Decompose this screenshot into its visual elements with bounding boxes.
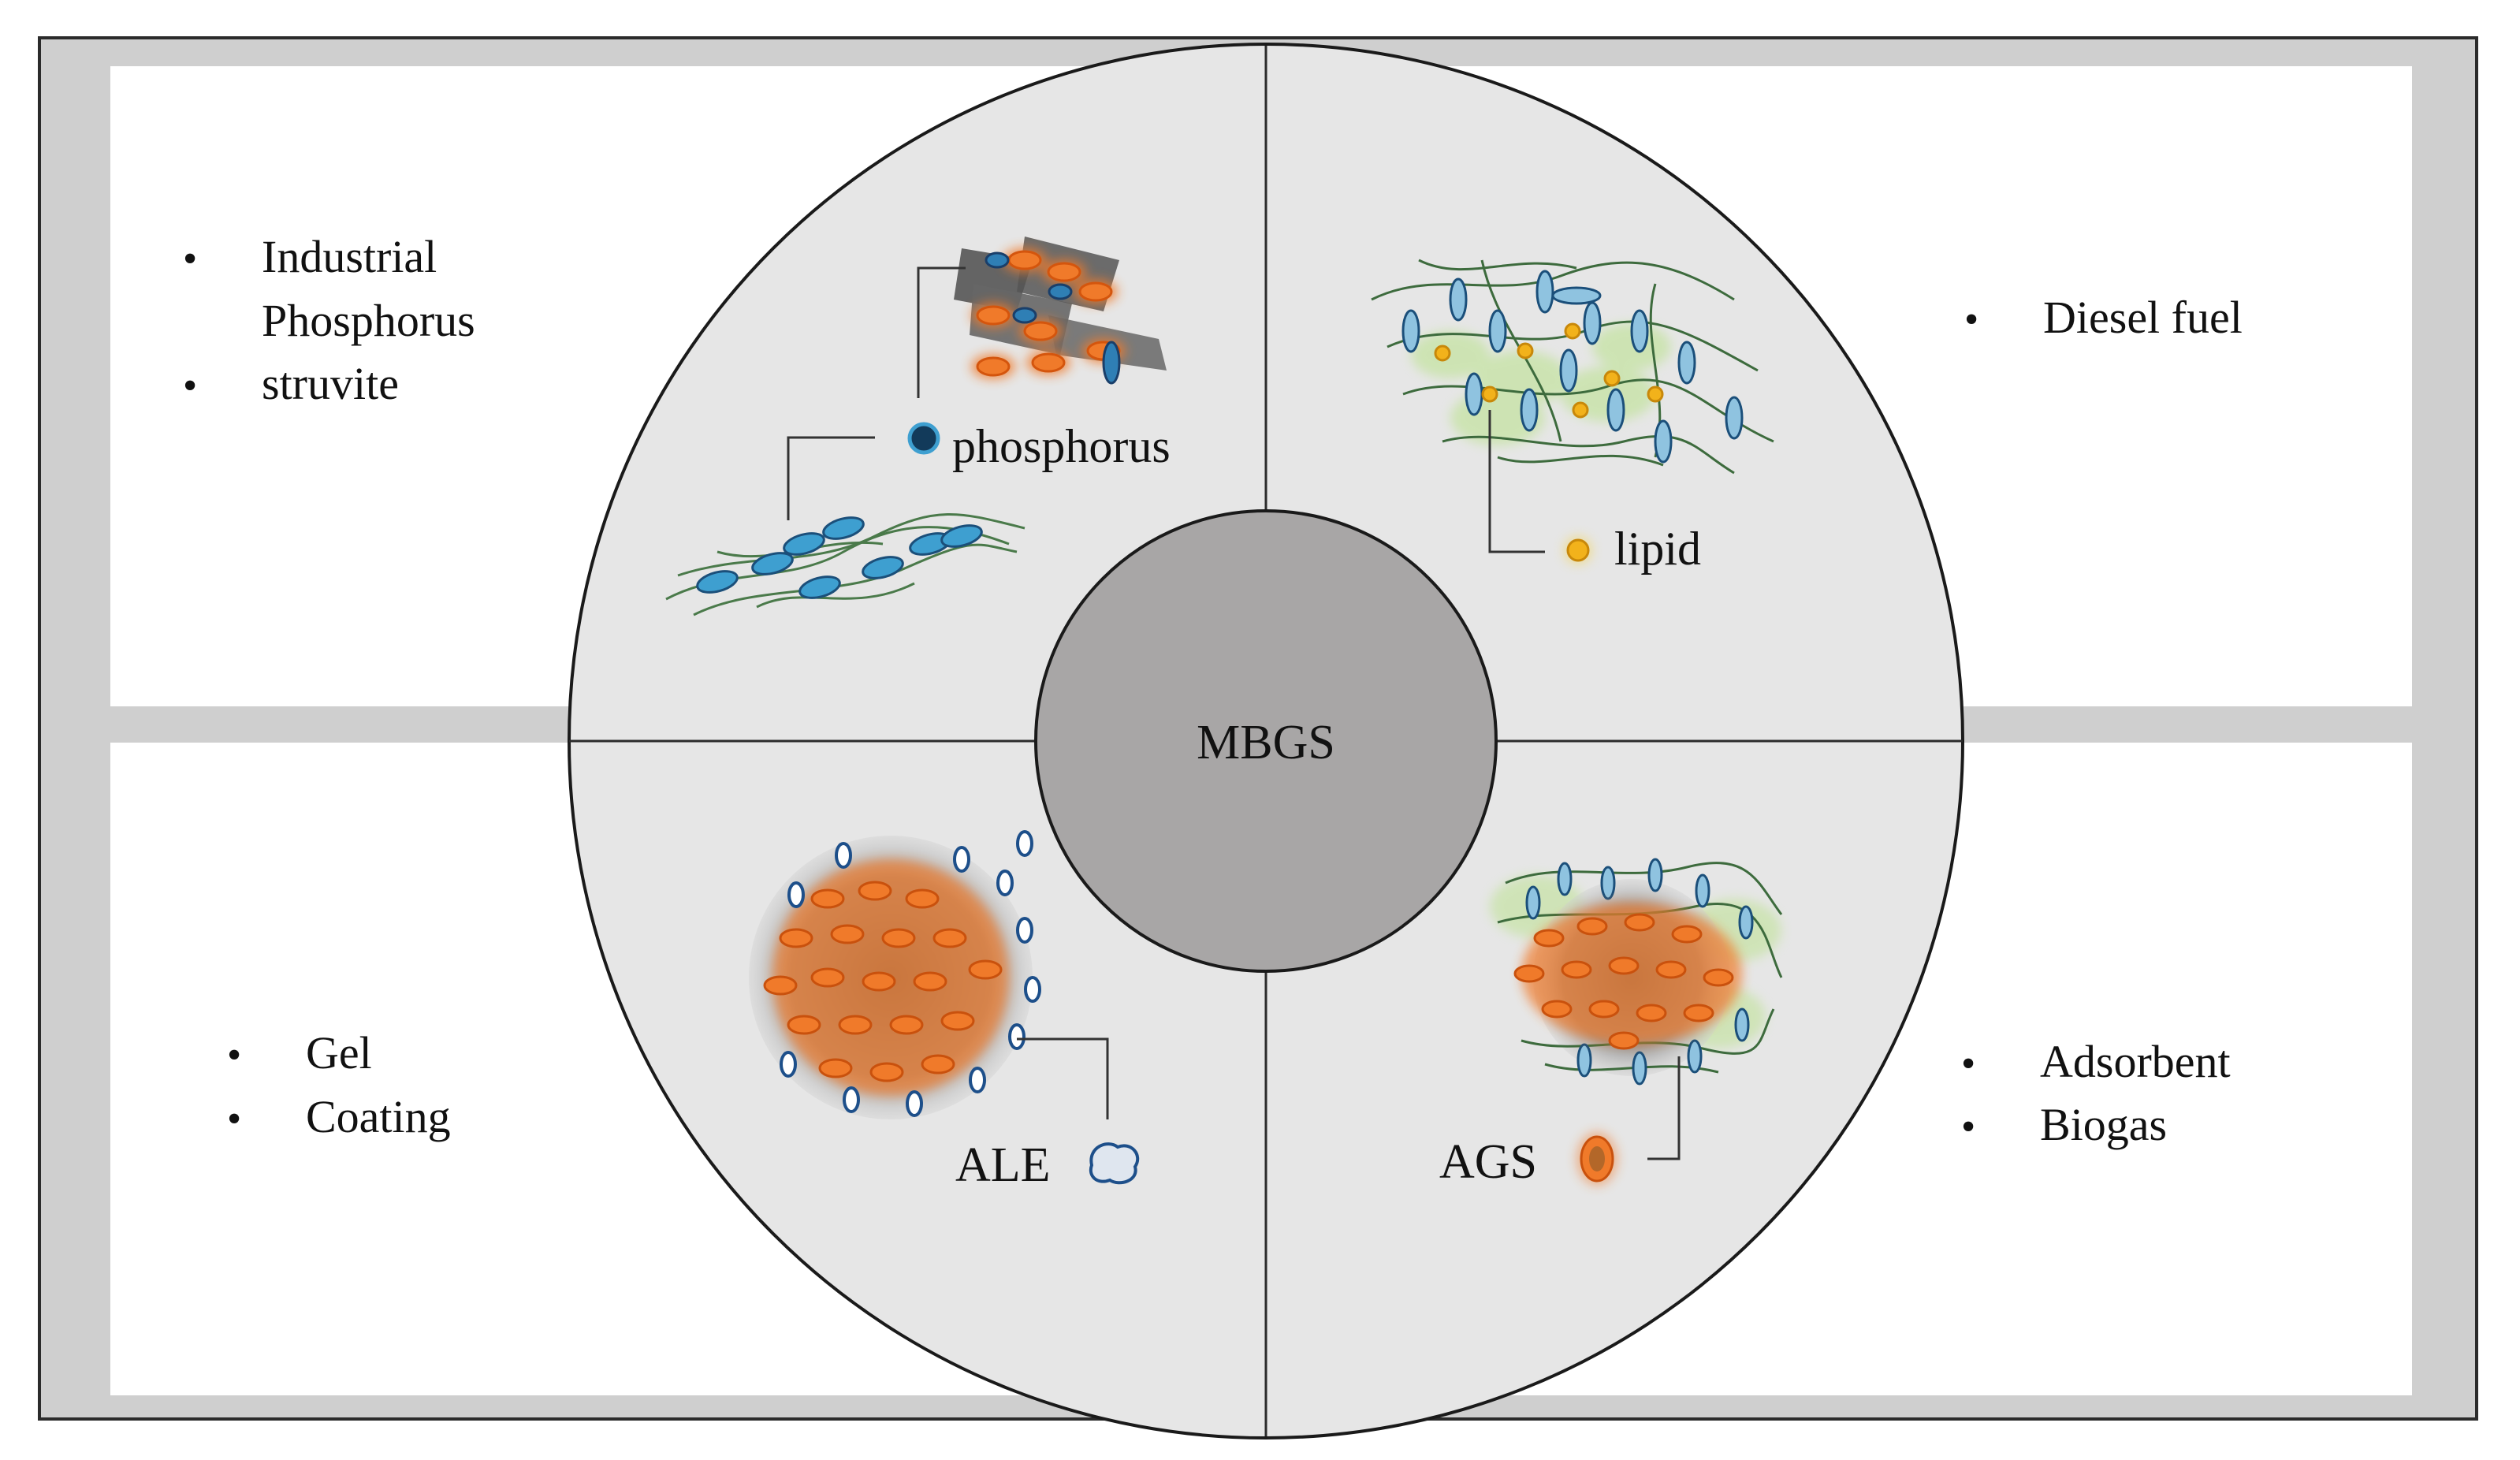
bottom-right-list: • Adsorbent • Biogas bbox=[1961, 1036, 2231, 1150]
bottom-left-list: • Gel • Coating bbox=[227, 1027, 451, 1142]
phosphorus-label: phosphorus bbox=[952, 420, 1171, 472]
bullet: • bbox=[227, 1097, 241, 1142]
bullet: • bbox=[183, 363, 197, 408]
center-label: MBGS bbox=[1197, 716, 1335, 769]
lipid-marker: lipid bbox=[1564, 523, 1701, 575]
top-right-list: • Diesel fuel bbox=[1964, 292, 2243, 343]
list-item: Industrial bbox=[262, 231, 437, 282]
list-item: Biogas bbox=[2040, 1099, 2167, 1150]
phosphorus-illustration bbox=[665, 237, 1167, 616]
top-left-list: • Industrial Phosphorus • struvite bbox=[183, 231, 475, 409]
list-item: Adsorbent bbox=[2040, 1036, 2231, 1087]
bullet: • bbox=[183, 237, 197, 281]
list-item: Diesel fuel bbox=[2043, 292, 2243, 343]
ale-label: ALE bbox=[955, 1138, 1051, 1192]
ags-marker: AGS bbox=[1439, 1132, 1617, 1189]
ale-marker: ALE bbox=[955, 1138, 1140, 1192]
list-item: Coating bbox=[306, 1091, 451, 1142]
ags-illustration bbox=[1490, 858, 1783, 1160]
bullet: • bbox=[1961, 1041, 1975, 1086]
lipid-illustration bbox=[1371, 259, 1774, 553]
center-circle bbox=[1034, 509, 1498, 973]
list-item: Gel bbox=[306, 1027, 372, 1078]
ale-illustration bbox=[749, 830, 1109, 1119]
lipid-label: lipid bbox=[1614, 523, 1701, 575]
bullet: • bbox=[1964, 297, 1978, 342]
list-item: Phosphorus bbox=[262, 295, 475, 346]
bullet: • bbox=[1961, 1104, 1975, 1149]
bullet: • bbox=[227, 1033, 241, 1078]
phosphorus-marker: phosphorus bbox=[907, 420, 1171, 472]
ags-label: AGS bbox=[1439, 1135, 1537, 1189]
list-item: struvite bbox=[262, 358, 399, 409]
